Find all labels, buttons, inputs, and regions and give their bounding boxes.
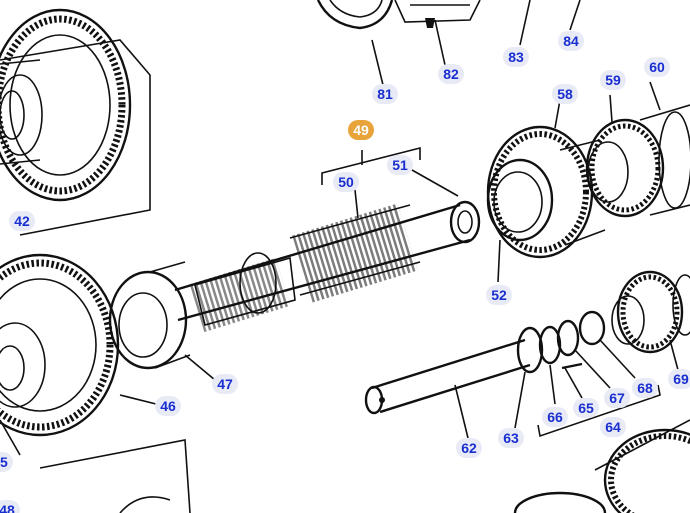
rings-63-68-drawing: [514, 310, 661, 438]
callout-81[interactable]: 81: [372, 84, 398, 104]
gear-bottom-right-drawing: [513, 419, 690, 513]
callout-46[interactable]: 46: [155, 396, 181, 416]
callout-49[interactable]: 49: [348, 120, 374, 140]
callout-51[interactable]: 51: [387, 155, 413, 175]
callout-47[interactable]: 47: [212, 374, 238, 394]
gear-59-60-drawing: [585, 81, 690, 218]
gear-46-drawing: [0, 253, 216, 456]
callout-64[interactable]: 64: [600, 417, 626, 437]
mainshaft-50-drawing: [174, 200, 481, 333]
shaft-62-drawing: [364, 338, 531, 439]
callout-65[interactable]: 65: [573, 398, 599, 418]
callout-59[interactable]: 59: [600, 70, 626, 90]
callout-45[interactable]: 45: [0, 452, 13, 472]
callout-69[interactable]: 69: [668, 369, 690, 389]
gear-58-drawing: [486, 99, 606, 283]
callout-52[interactable]: 52: [486, 285, 512, 305]
gear-69-drawing: [611, 270, 690, 371]
callout-42[interactable]: 42: [9, 211, 35, 231]
callout-62[interactable]: 62: [456, 438, 482, 458]
bracket-49: [321, 146, 459, 219]
parts-81-82-drawing: [316, 0, 481, 30]
callout-67[interactable]: 67: [604, 388, 630, 408]
callout-50[interactable]: 50: [333, 172, 359, 192]
callout-68[interactable]: 68: [632, 378, 658, 398]
callout-82[interactable]: 82: [438, 64, 464, 84]
gear-42-drawing: [0, 8, 151, 236]
callout-60[interactable]: 60: [644, 57, 670, 77]
callout-83[interactable]: 83: [503, 47, 529, 67]
callout-66[interactable]: 66: [542, 407, 568, 427]
callout-63[interactable]: 63: [498, 428, 524, 448]
callout-84[interactable]: 84: [558, 31, 584, 51]
callout-48[interactable]: 48: [0, 500, 20, 513]
housing-48-drawing: [39, 439, 191, 513]
leader-lines-top: [371, 0, 581, 86]
callout-58[interactable]: 58: [552, 84, 578, 104]
